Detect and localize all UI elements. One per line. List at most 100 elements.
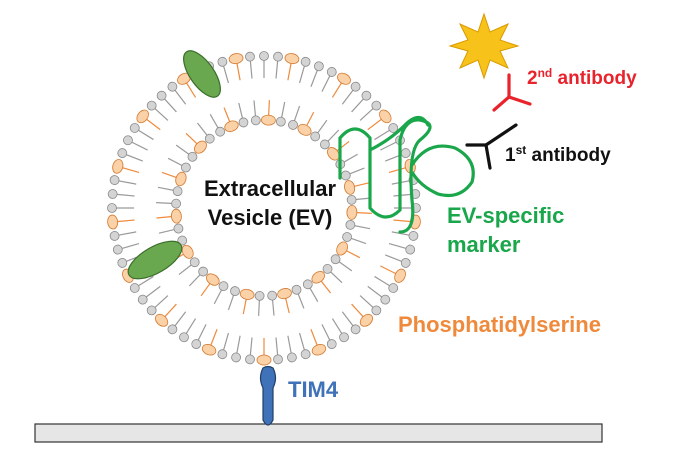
phosphatidylserine-head: [277, 288, 292, 300]
lipid-head: [112, 244, 123, 255]
lipid-head: [137, 294, 148, 305]
ev-marker-loop: [410, 144, 475, 198]
lipid-head: [408, 231, 419, 241]
lipid-head: [259, 51, 269, 61]
star-icon: [448, 12, 520, 80]
lipid-head: [302, 279, 313, 290]
phosphatidylserine-head: [170, 208, 182, 224]
lipid-head: [250, 115, 261, 126]
lipid-head: [230, 286, 240, 296]
lipid-head: [287, 352, 297, 363]
phosphatidylserine-head: [344, 180, 356, 195]
phosphatidylserine-head: [136, 109, 149, 124]
phosphatidylserine-head: [336, 241, 349, 256]
lipid-head: [330, 254, 341, 265]
lipid-head: [361, 90, 372, 101]
second-antibody-icon: [492, 73, 532, 112]
lipid-head: [245, 354, 255, 365]
lipid-head: [254, 290, 265, 301]
surface-plate: [34, 423, 603, 443]
lipid-head: [167, 324, 178, 335]
second-antibody-text: antibody: [552, 68, 637, 89]
first-antibody-sup: st: [516, 143, 527, 157]
marker-label-line1: EV-specific: [447, 203, 564, 228]
phosphatidylserine-head: [311, 271, 325, 284]
marker-label-line2: marker: [447, 232, 521, 257]
lipid-head: [187, 151, 198, 162]
lipid-head: [319, 139, 330, 150]
lipid-head: [275, 116, 286, 127]
lipid-head: [146, 305, 157, 316]
lipid-head: [400, 148, 411, 158]
phosphatidylserine-head: [175, 171, 187, 187]
phosphatidylserine-head: [379, 109, 392, 124]
lipid-head: [172, 186, 183, 197]
lipid-head: [300, 56, 311, 67]
phosphatidylserine-head: [228, 53, 244, 65]
lipid-head: [340, 170, 351, 181]
phosphatidylserine-head: [256, 354, 272, 366]
lipid-head: [300, 349, 311, 360]
lipid-head: [345, 219, 356, 230]
lipid-head: [238, 117, 249, 128]
lipid-head: [217, 56, 228, 67]
lipid-head: [218, 281, 229, 292]
lipid-head: [291, 284, 302, 295]
phosphatidylserine-head: [239, 288, 255, 300]
second-antibody-num: 2: [527, 68, 538, 89]
lipid-head: [191, 339, 202, 349]
phosphatidylserine-head: [327, 147, 340, 161]
lipid-head: [215, 126, 226, 137]
lipid-head: [326, 67, 337, 77]
lipid-head: [380, 294, 391, 305]
first-antibody-label: 1st antibody: [505, 143, 611, 166]
phosphatidylserine-head: [394, 268, 406, 283]
lipid-head: [189, 257, 200, 268]
lipid-head: [173, 223, 184, 234]
lipid-head: [231, 352, 241, 363]
lipid-head: [117, 258, 128, 268]
phosphatidylserine-head: [201, 344, 217, 356]
lipid-head: [350, 324, 361, 335]
lipid-head: [273, 354, 283, 365]
phosphatidylserine-head: [261, 114, 276, 126]
lipid-head: [388, 283, 399, 293]
lipid-head: [129, 283, 140, 293]
lipid-head: [117, 148, 128, 158]
lipid-head: [171, 198, 182, 209]
lipid-head: [107, 189, 118, 199]
lipid-head: [156, 90, 167, 101]
phosphatidylserine-head: [311, 344, 327, 356]
phosphatidylserine-head: [346, 205, 358, 220]
tim4-receptor: [259, 365, 277, 426]
lipid-head: [180, 162, 191, 173]
ev-label-line1: Extracellular: [204, 176, 337, 201]
phosphatidylserine-head: [284, 53, 300, 65]
lipid-head: [371, 305, 382, 316]
first-antibody-num: 1: [505, 145, 516, 166]
lipid-head: [350, 81, 361, 92]
lipid-head: [204, 133, 215, 144]
phosphatidylserine-head: [337, 72, 351, 85]
second-antibody-label: 2nd antibody: [527, 66, 637, 89]
lipid-head: [129, 123, 140, 133]
lipid-head: [146, 100, 157, 111]
lipid-head: [400, 258, 411, 268]
lipid-head: [326, 339, 337, 349]
membrane-protein: [127, 240, 183, 280]
phosphatidylserine-head: [112, 159, 124, 174]
lipid-head: [123, 135, 133, 146]
lipid-head: [371, 100, 382, 111]
ev-marker-protein: [338, 115, 432, 234]
phosphatidylserine-head: [297, 123, 312, 136]
lipid-head: [310, 131, 321, 142]
membrane-protein: [183, 50, 221, 98]
ev-label-line2: Vesicle (EV): [208, 205, 333, 230]
lipid-head: [198, 266, 209, 277]
lipid-head: [273, 51, 283, 62]
phosphatidylserine-head: [224, 120, 239, 132]
first-antibody-icon: [465, 123, 518, 170]
lipid-head: [322, 263, 333, 274]
lipid-head: [109, 231, 120, 241]
